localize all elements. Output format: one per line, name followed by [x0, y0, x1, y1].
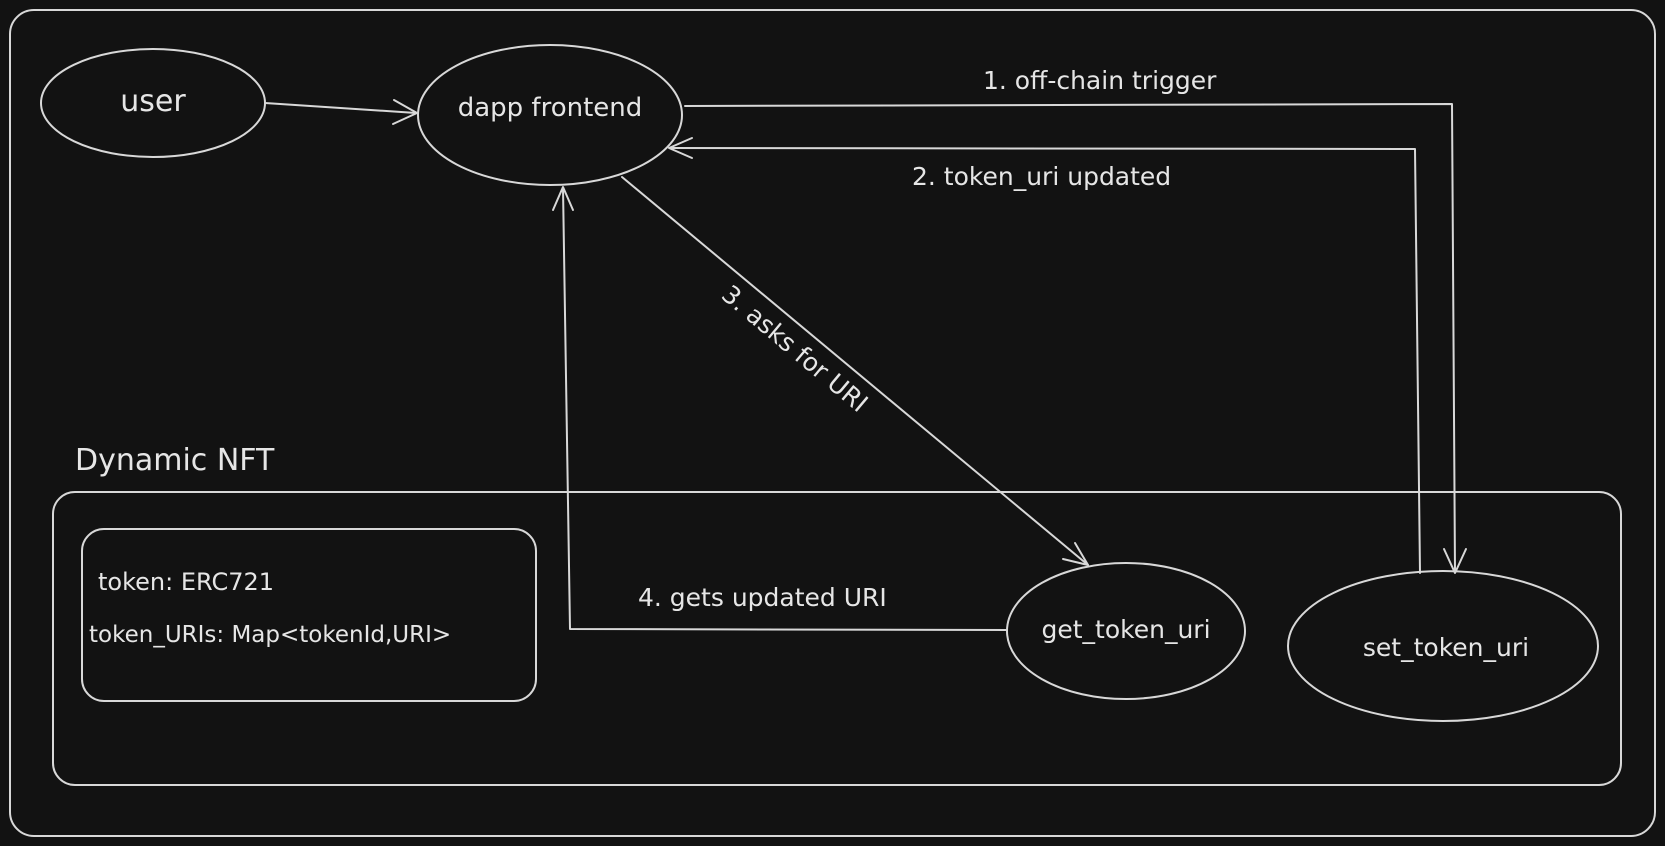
token-uri-updated-arrow: [668, 137, 1421, 574]
dynamic-nft-container: [52, 491, 1622, 786]
container-title: Dynamic NFT: [75, 443, 275, 478]
set-token-uri-label: set_token_uri: [1363, 633, 1529, 662]
gets-updated-uri-arrow: [552, 186, 1008, 631]
asks-for-uri-arrow: [621, 176, 1089, 566]
user-to-frontend-arrow: [264, 99, 418, 125]
dapp-frontend-label: dapp frontend: [458, 93, 643, 123]
get-token-uri-node: [1006, 562, 1246, 700]
gets-updated-uri-label: 4. gets updated URI: [638, 583, 887, 612]
state-token: token: ERC721: [98, 568, 274, 596]
state-token-uris: token_URIs: Map<tokenId,URI>: [89, 622, 451, 648]
off-chain-trigger-label: 1. off-chain trigger: [983, 66, 1217, 95]
token-uri-updated-label: 2. token_uri updated: [912, 162, 1171, 191]
asks-for-uri-label: 3. asks for URI: [716, 279, 873, 418]
state-box: [81, 528, 537, 702]
get-token-uri-label: get_token_uri: [1041, 615, 1210, 644]
outer-frame: [9, 9, 1656, 837]
off-chain-trigger-arrow: [684, 103, 1467, 574]
dapp-frontend-node: [417, 44, 683, 186]
set-token-uri-node: [1287, 570, 1599, 722]
user-label: user: [120, 84, 186, 119]
